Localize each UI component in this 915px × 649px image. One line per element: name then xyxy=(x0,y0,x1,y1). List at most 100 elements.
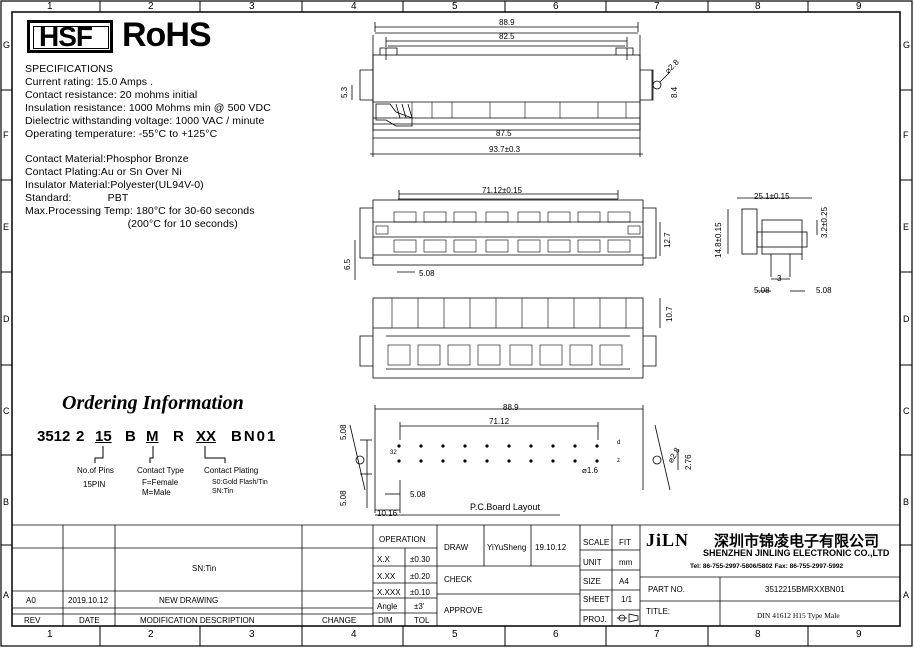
bottom-view xyxy=(359,297,661,379)
unit-value: mm xyxy=(619,558,633,567)
title-label: TITLE: xyxy=(646,607,671,616)
col-label-b4: 4 xyxy=(351,629,357,640)
dim-top-inner: 82.5 xyxy=(499,32,515,41)
material-line-2: Contact Plating:Au or Sn Over Ni xyxy=(25,166,182,178)
company-logo: JiLN xyxy=(646,530,690,550)
dim-top-bottom-inner: 87.5 xyxy=(496,129,512,138)
plating-label: Contact Plating xyxy=(204,466,259,475)
dim-pcb-hole-small: ⌀1.6 xyxy=(582,466,598,475)
contact-type-m: M=Male xyxy=(142,488,171,497)
row-label-c-right: C xyxy=(903,406,910,416)
dim-front-pin: 5.08 xyxy=(419,269,435,278)
dim-pcb-1016: 10.16 xyxy=(377,509,398,518)
spec-line-2: Contact resistance: 20 mohms initial xyxy=(25,89,198,101)
hsf-logo: HSF xyxy=(27,20,113,53)
col-label-b5: 5 xyxy=(452,629,458,640)
row-label-d-right: D xyxy=(903,314,910,324)
operation-label: OPERATION xyxy=(379,535,426,544)
code-r: R xyxy=(173,428,184,445)
hsf-text: HSF xyxy=(39,21,93,52)
ordering-leaders xyxy=(94,446,226,463)
rev-desc: NEW DRAWING xyxy=(159,596,219,605)
row-label-a: A xyxy=(3,590,10,600)
spec-line-5: Operating temperature: -55°C to +125°C xyxy=(25,128,218,140)
rev-sn: SN:Tin xyxy=(192,564,217,573)
col-label-5: 5 xyxy=(452,1,458,12)
drawing-title: DIN 41612 H15 Type Male xyxy=(757,611,840,620)
row-label-g-right: G xyxy=(903,40,911,50)
material-line-1: Contact Material:Phosphor Bronze xyxy=(25,153,189,165)
dim-pcb-508: 5.08 xyxy=(410,490,426,499)
col-rev: REV xyxy=(24,616,41,625)
col-change: CHANGE xyxy=(322,616,357,625)
pcb-row-d: d xyxy=(617,440,621,446)
contact-type-f: F=Female xyxy=(142,478,179,487)
col-label-b1: 1 xyxy=(47,629,53,640)
row-label-b: B xyxy=(3,497,10,507)
code-type: M xyxy=(146,428,159,445)
ordering-title: Ordering Information xyxy=(62,392,244,414)
col-label-b2: 2 xyxy=(148,629,154,640)
row-label-b-right: B xyxy=(903,497,910,507)
plating-s0: S0:Gold Flash/Tin xyxy=(212,479,268,486)
size-value: A4 xyxy=(619,577,629,586)
dim-side-3: 3 xyxy=(777,274,782,283)
sheet-label: SHEET xyxy=(583,595,610,604)
contact-type-label: Contact Type xyxy=(137,466,184,475)
unit-label: UNIT xyxy=(583,558,602,567)
code-base: 3512 xyxy=(37,428,71,445)
col-label-6: 6 xyxy=(553,1,559,12)
col-label-9: 9 xyxy=(856,1,862,12)
col-label-b7: 7 xyxy=(654,629,660,640)
pcb-row-z: z xyxy=(617,458,620,464)
pins-value: 15PIN xyxy=(83,480,106,489)
dim-pcb-overall: 88.9 xyxy=(503,403,519,412)
part-no-label: PART NO. xyxy=(648,585,685,594)
pcb-title: P.C.Board Layout xyxy=(470,502,540,512)
spec-line-4: Dielectric withstanding voltage: 1000 VA… xyxy=(25,115,265,127)
row-label-g: G xyxy=(3,40,11,50)
col-label-b8: 8 xyxy=(755,629,761,640)
row-label-c: C xyxy=(3,406,10,416)
draw-label: DRAW xyxy=(444,543,469,552)
tol-label: TOL xyxy=(414,616,430,625)
code-pins: 15 xyxy=(95,428,112,445)
col-label-2: 2 xyxy=(148,1,154,12)
drawer-name: YiYuSheng xyxy=(487,543,527,552)
tol-key-1: X.X xyxy=(377,555,390,564)
row-label-f: F xyxy=(3,130,9,140)
spec-line-1: Current rating: 15.0 Amps . xyxy=(25,76,154,88)
plating-sn: SN:Tin xyxy=(212,488,234,495)
dim-side-w: 25.1±0.15 xyxy=(754,192,790,201)
code-suffix: BN01 xyxy=(231,428,278,445)
material-line-3: Insulator Material:Polyester(UL94V-0) xyxy=(25,179,204,191)
front-view xyxy=(354,190,661,280)
material-line-6: (200°C for 10 seconds) xyxy=(25,218,238,230)
row-label-e-right: E xyxy=(903,222,910,232)
tol-key-3: X.XXX xyxy=(377,588,401,597)
pins-label: No.of Pins xyxy=(77,466,114,475)
part-no-value: 3512215BMRXXBN01 xyxy=(765,585,845,594)
specs-title: SPECIFICATIONS xyxy=(25,63,114,75)
company-name-cn: 深圳市锦凌电子有限公司 xyxy=(714,533,880,550)
code-b: B xyxy=(125,428,136,445)
col-label-b6: 6 xyxy=(553,629,559,640)
rev-date: 2019.10.12 xyxy=(68,596,109,605)
row-label-a-right: A xyxy=(903,590,910,600)
company-name-en: SHENZHEN JINLING ELECTRONIC CO.,LTD xyxy=(703,548,890,558)
check-label: CHECK xyxy=(444,575,473,584)
dim-side-508a: 5.08 xyxy=(754,286,770,295)
tol-val-2: ±0.20 xyxy=(410,572,430,581)
tol-key-4: Angle xyxy=(377,602,398,611)
code-plating: XX xyxy=(196,428,217,445)
tol-val-4: ±3' xyxy=(414,602,425,611)
code-rows: 2 xyxy=(76,428,85,445)
sheet-value: 1/1 xyxy=(621,595,633,604)
row-label-d: D xyxy=(3,314,10,324)
col-label-4: 4 xyxy=(351,1,357,12)
tol-val-1: ±0.30 xyxy=(410,555,430,564)
dim-front-pitch: 71.12±0.15 xyxy=(482,186,522,195)
